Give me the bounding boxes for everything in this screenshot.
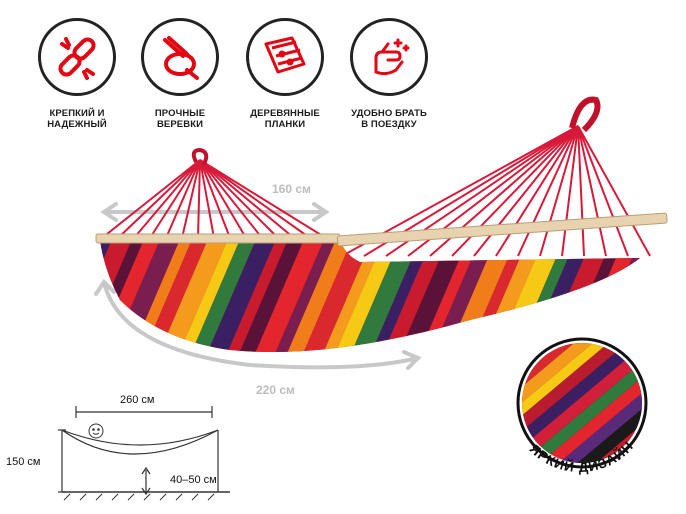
fabric-stripe — [0, 230, 68, 370]
feature-strong: КРЕПКИЙ И НАДЕЖНЫЙ — [27, 18, 127, 130]
right-spreader-bar — [336, 212, 668, 247]
snap-hand-icon — [374, 38, 410, 76]
right-ropes — [341, 125, 651, 257]
feature-circle — [38, 18, 116, 96]
setup-diagram — [58, 406, 230, 496]
length-label: 220 см — [256, 383, 295, 397]
width-dimension-arrow — [100, 202, 330, 222]
fabric-stripe — [296, 240, 376, 352]
fabric-stripe — [632, 240, 640, 352]
fabric-stripe — [100, 240, 116, 352]
feature-circle — [350, 18, 428, 96]
left-ropes — [101, 159, 327, 239]
broken-chain-icon — [58, 37, 96, 80]
caption-line: ПЛАНКИ — [264, 119, 306, 130]
right-rope-loop — [569, 96, 601, 133]
caption-line: УДОБНО БРАТЬ — [351, 108, 427, 119]
bright-design-badge: ЯРКИЙ ДИЗАЙН — [516, 337, 648, 475]
fabric-stripe — [316, 240, 388, 352]
fabric-stripe — [364, 240, 436, 352]
feature-caption: ПРОЧНЫЕ ВЕРЕВКИ — [130, 108, 230, 130]
caption-line: ПРОЧНЫЕ — [154, 108, 206, 119]
clearance-label: 40–50 см — [170, 474, 217, 486]
feature-planks: ДЕРЕВЯННЫЕ ПЛАНКИ — [235, 18, 335, 130]
fabric-stripe — [280, 240, 356, 352]
fabric-stripe — [8, 230, 88, 370]
length-dimension-arrow — [94, 278, 422, 370]
caption-line: КРЕПКИЙ И — [49, 108, 105, 119]
fabric-stripe — [184, 240, 260, 352]
caption-line: ДЕРЕВЯННЫЕ — [250, 108, 320, 119]
fabric-stripe — [220, 240, 292, 352]
fabric-stripe — [0, 230, 52, 370]
fabric-stripe — [328, 240, 404, 352]
feature-ropes: ПРОЧНЫЕ ВЕРЕВКИ — [130, 18, 230, 130]
feature-circle — [246, 18, 324, 96]
span-label: 260 см — [120, 394, 155, 406]
rope-icon — [163, 36, 199, 80]
left-rope-loop — [191, 147, 209, 165]
left-spreader-bar — [95, 233, 341, 244]
fabric-stripe — [232, 240, 308, 352]
fabric-stripe — [268, 240, 340, 352]
caption-line: НАДЕЖНЫЙ — [47, 119, 107, 130]
feature-travel: УДОБНО БРАТЬ В ПОЕЗДКУ — [339, 18, 439, 130]
feature-circle — [141, 18, 219, 96]
width-label: 160 см — [272, 182, 311, 196]
fabric-stripe — [248, 240, 328, 352]
fabric-stripe — [344, 240, 424, 352]
fabric-stripe — [172, 240, 244, 352]
caption-line: ВЕРЕВКИ — [156, 119, 204, 130]
smiley-person-icon — [88, 423, 104, 439]
caption-line: В ПОЕЗДКУ — [361, 119, 417, 130]
fabric-stripe — [652, 230, 686, 370]
feature-caption: КРЕПКИЙ И НАДЕЖНЫЙ — [27, 108, 127, 130]
feature-caption: УДОБНО БРАТЬ В ПОЕЗДКУ — [339, 108, 439, 130]
fabric-stripe — [376, 240, 452, 352]
fabric-stripe — [28, 230, 100, 370]
feature-caption: ДЕРЕВЯННЫЕ ПЛАНКИ — [235, 108, 335, 130]
fabric-stripe — [100, 240, 136, 352]
wooden-planks-icon — [264, 36, 306, 74]
fabric-stripe — [200, 240, 280, 352]
ground-hatching — [63, 493, 215, 501]
height-label: 150 см — [6, 456, 41, 468]
